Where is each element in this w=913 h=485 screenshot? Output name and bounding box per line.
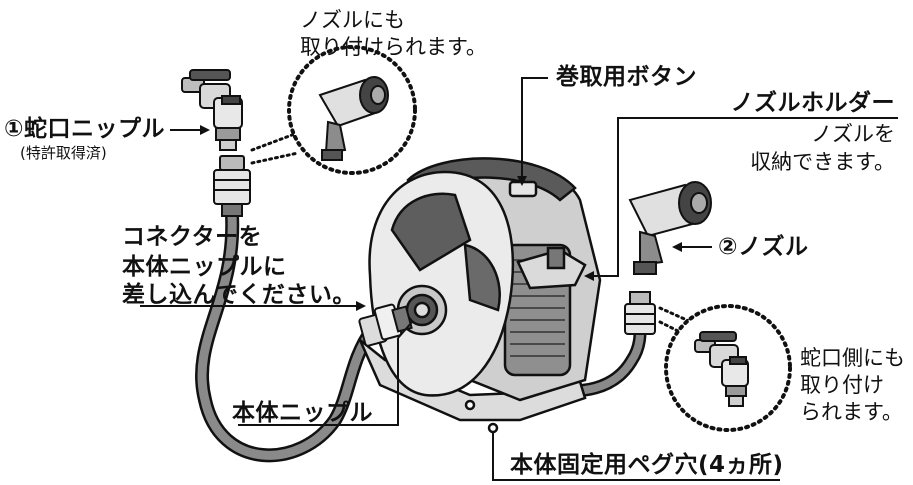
faucet-attach-line1: 蛇口側にも bbox=[800, 346, 905, 370]
faucet-attach-line2: 取り付け bbox=[800, 373, 884, 397]
reel-button-label: 巻取用ボタン bbox=[556, 64, 697, 90]
faucet-icon-small bbox=[694, 331, 749, 407]
connector-line3: 差し込んでください。 bbox=[122, 282, 356, 308]
leader-lines bbox=[140, 77, 898, 481]
nozzle-store-line2: 収納できます。 bbox=[750, 150, 895, 174]
faucet-nipple-note: (特許取得済) bbox=[20, 144, 107, 162]
nozzle-icon bbox=[628, 181, 712, 275]
hose-left bbox=[194, 208, 379, 463]
arrowheads bbox=[200, 125, 682, 311]
hose-reel-body bbox=[358, 157, 602, 434]
faucet-connector-icon bbox=[213, 155, 251, 217]
faucet-icon bbox=[181, 69, 243, 151]
nozzle-icon-small bbox=[318, 76, 389, 161]
body-nipple-label: 本体ニップル bbox=[232, 400, 373, 426]
connector-line1: コネクターを bbox=[122, 224, 263, 250]
nozzle-holder-label: ノズルホルダー bbox=[730, 90, 895, 116]
nozzle-attach-line1: ノズルにも bbox=[300, 8, 405, 32]
faucet-attach-line3: られます。 bbox=[800, 400, 903, 424]
faucet-nipple-label: ①蛇口ニップル bbox=[4, 116, 165, 142]
connector-line2: 本体ニップルに bbox=[122, 254, 287, 280]
peg-holes-label: 本体固定用ペグ穴(4ヵ所) bbox=[510, 452, 784, 478]
nozzle-attach-line2: 取り付けられます。 bbox=[300, 35, 487, 59]
nozzle-label: ②ノズル bbox=[718, 234, 809, 260]
nozzle-store-line1: ノズルを bbox=[811, 122, 895, 146]
nozzle-connector-icon bbox=[624, 291, 656, 335]
